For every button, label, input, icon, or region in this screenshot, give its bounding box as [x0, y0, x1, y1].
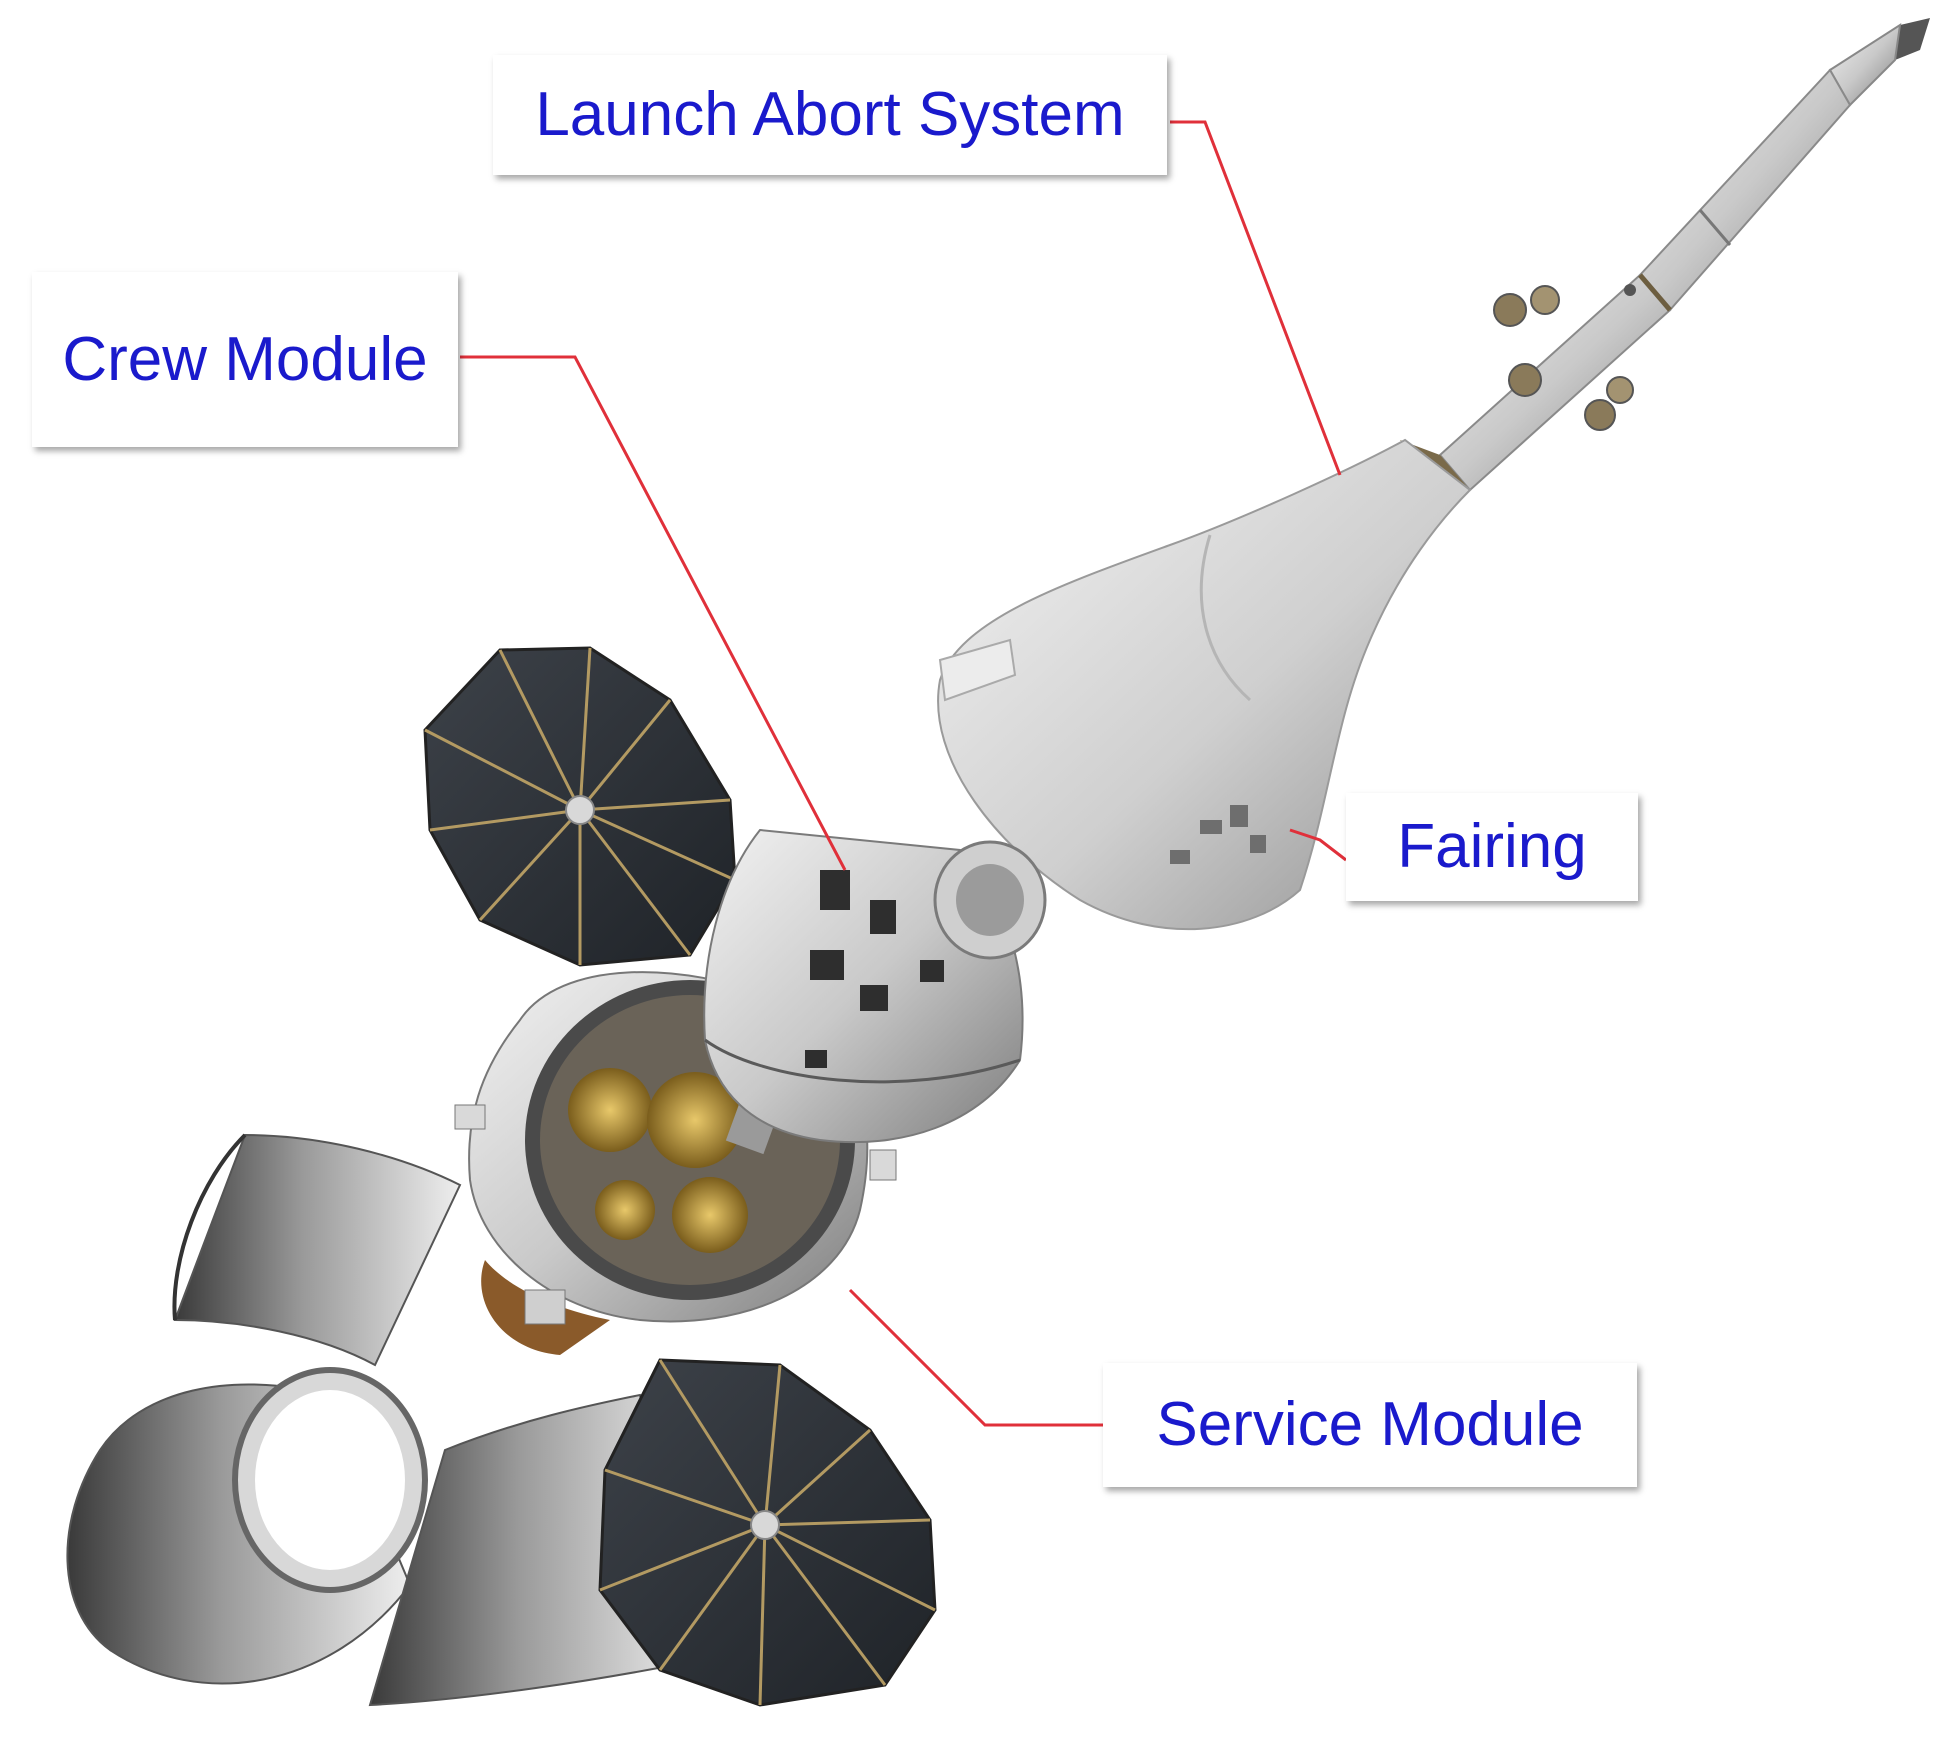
abort-motor-nozzles	[1493, 285, 1634, 431]
label-service-module-text: Service Module	[1156, 1390, 1584, 1459]
launch-abort-tower	[1400, 18, 1930, 492]
leader-line-crew-module	[460, 355, 847, 871]
solar-array-upper	[423, 646, 737, 967]
leader-line-fairing	[1289, 828, 1347, 862]
label-fairing-text: Fairing	[1397, 812, 1587, 881]
label-service-module: Service Module	[1103, 1363, 1637, 1487]
label-launch-abort-system: Launch Abort System	[493, 55, 1167, 175]
fairing-shroud	[937, 438, 1472, 931]
spacecraft-adapter-ring	[66, 1367, 428, 1685]
label-launch-abort-system-text: Launch Abort System	[535, 80, 1125, 149]
label-crew-module-text: Crew Module	[62, 324, 428, 394]
crew-module-capsule	[703, 828, 1047, 1144]
solar-array-lower	[598, 1358, 937, 1707]
label-fairing: Fairing	[1346, 793, 1638, 901]
service-module-body	[454, 971, 897, 1355]
label-crew-module: Crew Module	[32, 272, 458, 447]
leader-line-launch-abort-system	[1170, 120, 1342, 476]
leader-lines	[460, 120, 1347, 1427]
detached-fairing-panel-upper	[172, 1133, 462, 1367]
leader-line-service-module	[848, 1288, 1103, 1427]
